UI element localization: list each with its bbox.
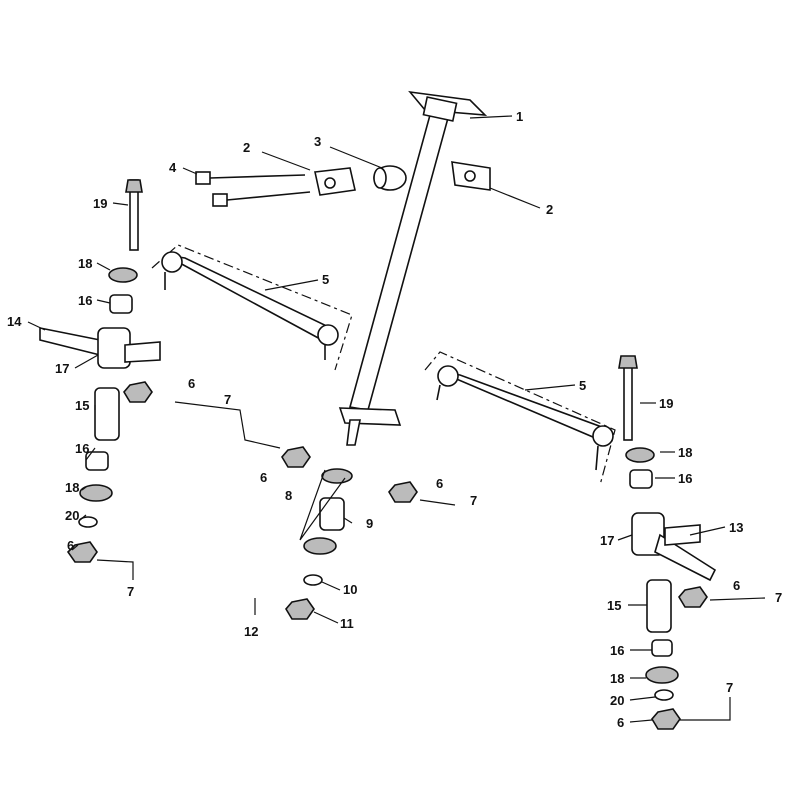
callout-8: 8 — [285, 488, 292, 503]
callout-20: 20 — [610, 693, 624, 708]
callout-16: 16 — [610, 643, 624, 658]
bushing — [373, 165, 407, 191]
tie-rod-right — [424, 351, 616, 486]
callout-2: 2 — [546, 202, 553, 217]
callout-6: 6 — [436, 476, 443, 491]
callout-17: 17 — [600, 533, 614, 548]
callout-6: 6 — [617, 715, 624, 730]
callout-16: 16 — [78, 293, 92, 308]
callout-10: 10 — [343, 582, 357, 597]
callout-20: 20 — [65, 508, 79, 523]
callout-18: 18 — [610, 671, 624, 686]
callout-16: 16 — [75, 441, 89, 456]
callout-4: 4 — [169, 160, 177, 175]
bolts — [195, 171, 311, 207]
center-stack — [281, 446, 418, 620]
callout-labels: 1 2 3 4 2 19 18 16 14 17 5 6 7 15 16 18 … — [7, 109, 782, 730]
callout-5: 5 — [579, 378, 586, 393]
shaft-bracket-right — [451, 161, 491, 191]
callout-17: 17 — [55, 361, 69, 376]
callout-7: 7 — [470, 493, 477, 508]
callout-18: 18 — [78, 256, 92, 271]
left-spindle-assembly — [39, 179, 281, 563]
callout-6: 6 — [733, 578, 740, 593]
right-spindle-assembly — [618, 355, 717, 730]
callout-5: 5 — [322, 272, 329, 287]
callout-18: 18 — [65, 480, 79, 495]
callout-18: 18 — [678, 445, 692, 460]
callout-19: 19 — [93, 196, 107, 211]
callout-19: 19 — [659, 396, 673, 411]
callout-15: 15 — [75, 398, 89, 413]
callout-14: 14 — [7, 314, 22, 329]
callout-6: 6 — [260, 470, 267, 485]
shaft-bracket-left — [314, 167, 356, 196]
callout-13: 13 — [729, 520, 743, 535]
callout-11: 11 — [340, 616, 354, 631]
callout-6: 6 — [188, 376, 195, 391]
callout-12: 12 — [244, 624, 258, 639]
callout-1: 1 — [516, 109, 523, 124]
callout-7: 7 — [775, 590, 782, 605]
callout-7: 7 — [224, 392, 231, 407]
tie-rod-left — [151, 244, 353, 371]
callout-7: 7 — [127, 584, 134, 599]
callout-16: 16 — [678, 471, 692, 486]
callout-6: 6 — [67, 538, 74, 553]
callout-9: 9 — [366, 516, 373, 531]
callout-7: 7 — [726, 680, 733, 695]
callout-15: 15 — [607, 598, 621, 613]
steering-shaft — [338, 90, 488, 446]
leader-lines — [27, 115, 766, 723]
callout-3: 3 — [314, 134, 321, 149]
callout-2: 2 — [243, 140, 250, 155]
